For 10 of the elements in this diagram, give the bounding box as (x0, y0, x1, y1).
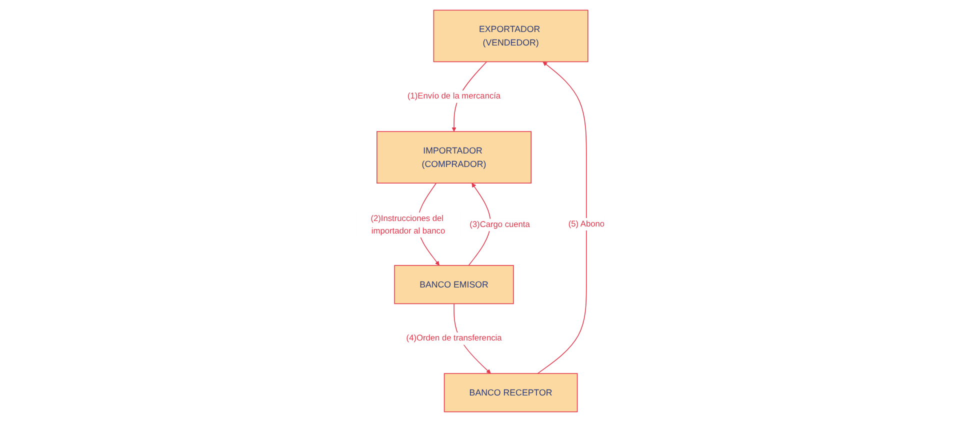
node-box: BANCO EMISOR (394, 264, 514, 304)
edge-label: (5) Abono (568, 219, 605, 228)
edge-label: (3)Cargo cuenta (470, 220, 530, 229)
edge-label: (4)Orden de transferencia (406, 333, 502, 342)
node-box: BANCO RECEPTOR (444, 372, 578, 412)
node-box: EXPORTADOR (VENDEDOR) (433, 9, 588, 62)
edge-label: (2)Instrucciones del importador al banco (370, 214, 446, 235)
node-box: IMPORTADOR (COMPRADOR) (376, 130, 532, 184)
arrow (537, 61, 587, 374)
edge-label: (1)Envío de la mercancía (408, 91, 501, 100)
